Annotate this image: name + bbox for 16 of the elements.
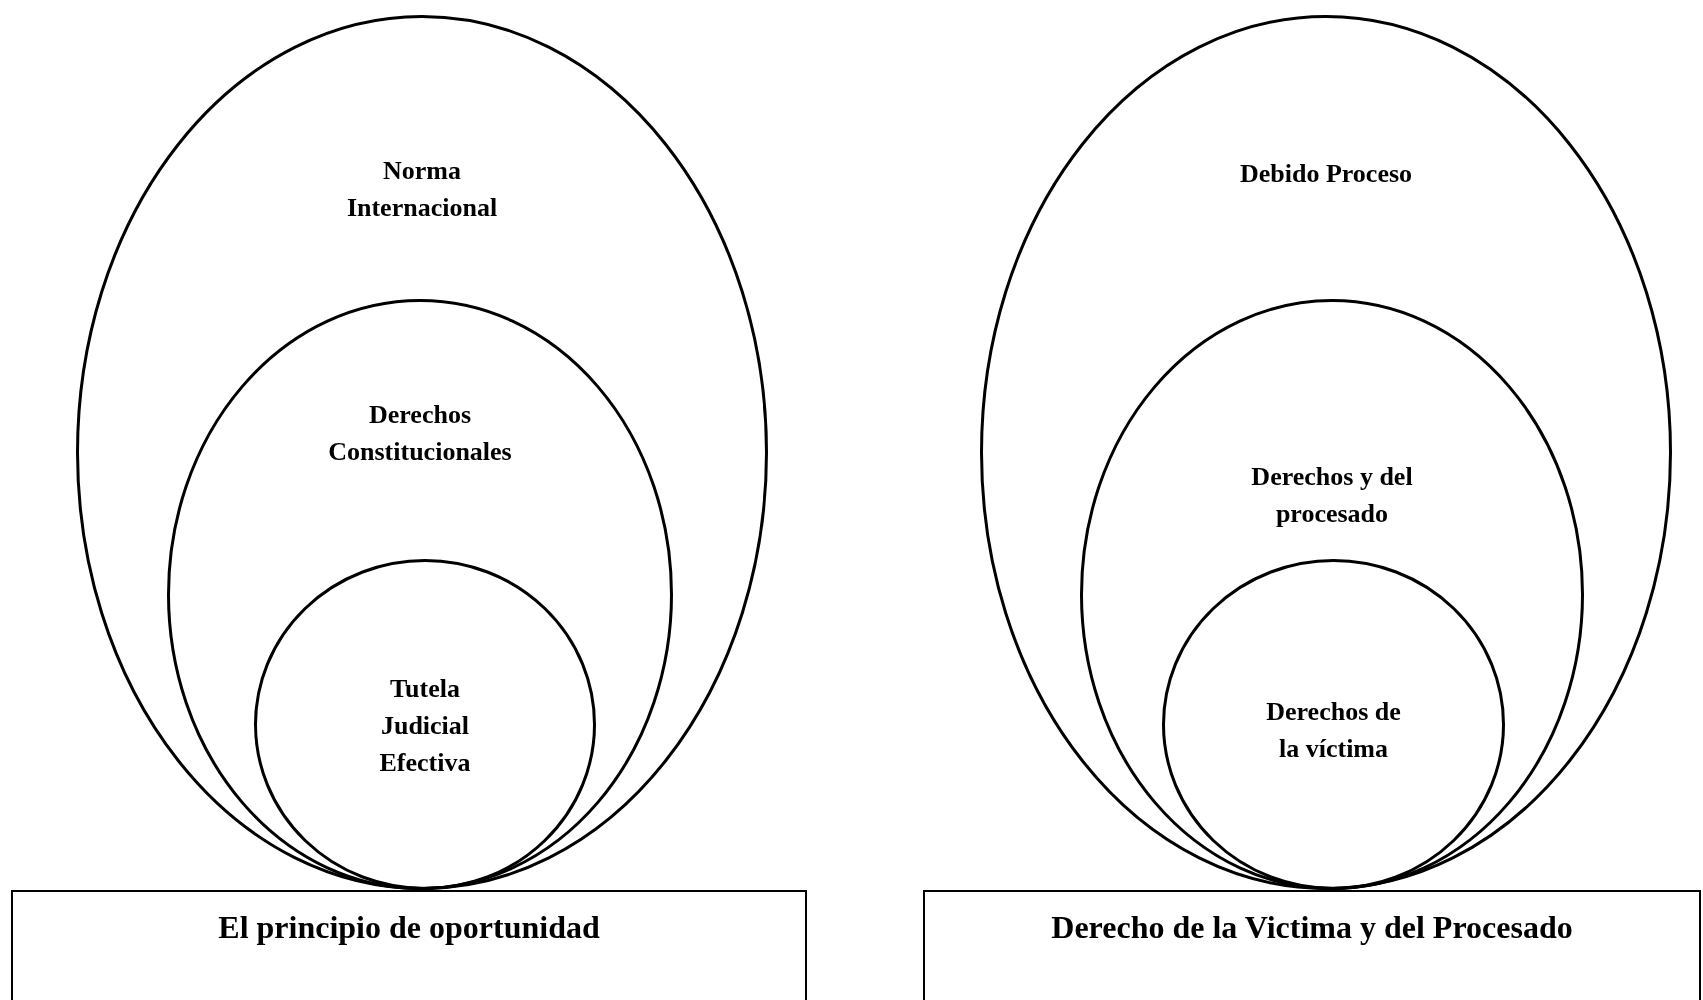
caption-box — [11, 890, 807, 1000]
nested-ellipse — [1080, 299, 1584, 890]
nested-ellipse — [980, 15, 1672, 890]
nested-ellipse — [167, 299, 673, 890]
ellipse-label: Debido Proceso — [1238, 158, 1414, 190]
box-title: Derecho de la Victima y del Procesado — [1050, 908, 1574, 947]
ellipse-label: Derechos Constitucionales — [327, 399, 513, 468]
nested-ellipse — [1162, 559, 1505, 890]
nested-ellipse — [254, 559, 596, 890]
ellipse-label: Derechos de la víctima — [1265, 696, 1402, 765]
caption-box — [923, 890, 1701, 1000]
ellipse-label: Norma Internacional — [345, 155, 499, 224]
ellipse-label: Derechos y del procesado — [1250, 461, 1414, 530]
ellipse-label: Tutela Judicial Efectiva — [378, 673, 472, 779]
nested-ellipse — [76, 15, 768, 890]
box-title: El principio de oportunidad — [217, 908, 601, 947]
